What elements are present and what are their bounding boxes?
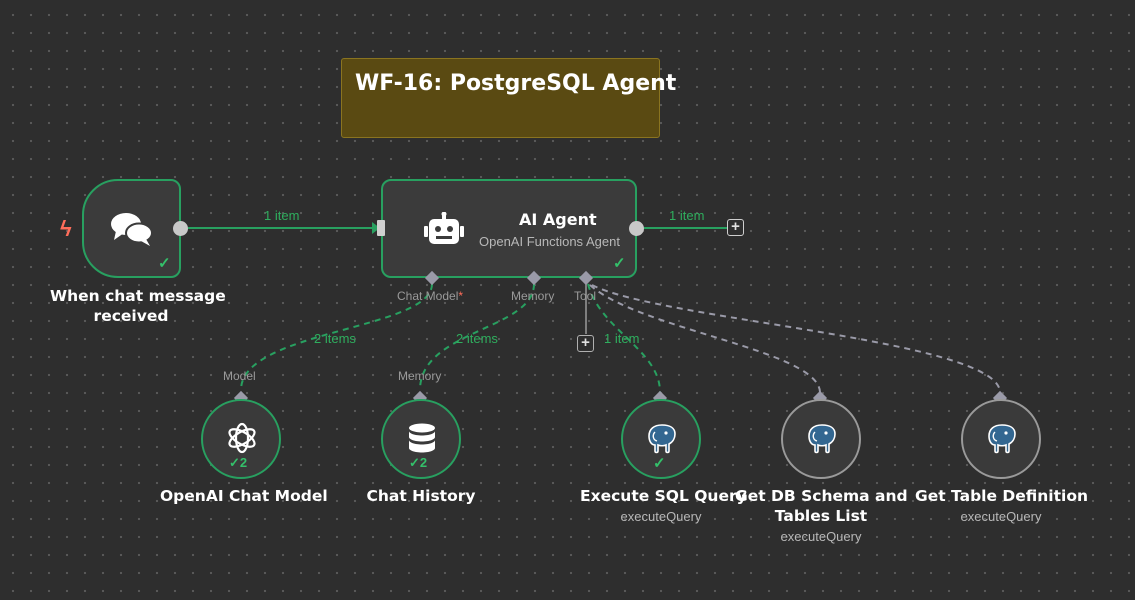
tool-schema-connection <box>589 284 821 393</box>
agent-input-handle[interactable] <box>377 220 385 236</box>
agent-subtitle: OpenAI Functions Agent <box>479 234 620 249</box>
chat-trigger-node[interactable]: ✓ <box>82 179 181 278</box>
execute-sql-subtitle: executeQuery <box>620 509 702 524</box>
agent-title: AI Agent <box>519 210 597 229</box>
openai-icon <box>228 422 256 454</box>
get-table-definition-node[interactable] <box>961 399 1041 479</box>
model-connection-count: 2 items <box>314 331 356 346</box>
robot-icon <box>424 212 464 244</box>
memory-port-label: Memory <box>511 289 555 303</box>
check-icon: ✓ <box>158 255 171 272</box>
chat-history-label: Chat History <box>366 487 476 505</box>
execute-sql-node[interactable]: ✓ <box>621 399 701 479</box>
postgres-elephant-icon <box>988 424 1016 454</box>
check-icon: ✓2 <box>229 455 248 470</box>
get-db-schema-node[interactable] <box>781 399 861 479</box>
add-tool-plus-icon[interactable]: + <box>577 335 594 352</box>
openai-chat-model-label: OpenAI Chat Model <box>160 487 328 505</box>
model-connection <box>240 283 433 391</box>
trigger-output-handle[interactable] <box>173 221 188 236</box>
agent-output-handle[interactable] <box>629 221 644 236</box>
tool-sql-connection <box>587 283 661 393</box>
sticky-note[interactable]: WF-16: PostgreSQL Agent <box>341 58 676 138</box>
model-port-label: Model <box>223 369 256 383</box>
chat-history-node[interactable]: ✓2 <box>381 399 461 479</box>
get-db-schema-subtitle: executeQuery <box>780 529 862 544</box>
agent-output-count: 1 item <box>669 208 705 223</box>
memory-connection-count: 2 items <box>456 331 498 346</box>
tool-port-label: Tool <box>574 289 597 303</box>
memory-in-port-label: Memory <box>398 369 442 383</box>
get-table-definition-subtitle: executeQuery <box>960 509 1042 524</box>
memory-connection <box>419 283 535 391</box>
tool-connection-count: 1 item <box>604 331 640 346</box>
check-icon: ✓ <box>613 255 626 272</box>
openai-chat-model-node[interactable]: ✓2 <box>201 399 281 479</box>
chat-bubbles-icon <box>111 213 153 246</box>
trigger-connection-count: 1 item <box>264 208 300 223</box>
tool-tabledef-connection <box>591 284 1001 393</box>
check-icon: ✓ <box>653 455 666 472</box>
get-table-definition-label: Get Table Definition <box>915 487 1089 505</box>
lightning-icon: ϟ <box>60 216 72 241</box>
database-icon <box>409 423 435 453</box>
postgres-elephant-icon <box>808 424 836 454</box>
add-node-plus-icon[interactable]: + <box>727 219 744 236</box>
ai-agent-node[interactable]: ✓ <box>381 179 637 278</box>
check-icon: ✓2 <box>409 455 428 470</box>
chat-model-port-label: Chat Model* <box>397 289 464 303</box>
postgres-elephant-icon <box>648 424 676 454</box>
sticky-title: WF-16: PostgreSQL Agent <box>355 71 677 96</box>
execute-sql-label: Execute SQL Query <box>580 487 747 505</box>
